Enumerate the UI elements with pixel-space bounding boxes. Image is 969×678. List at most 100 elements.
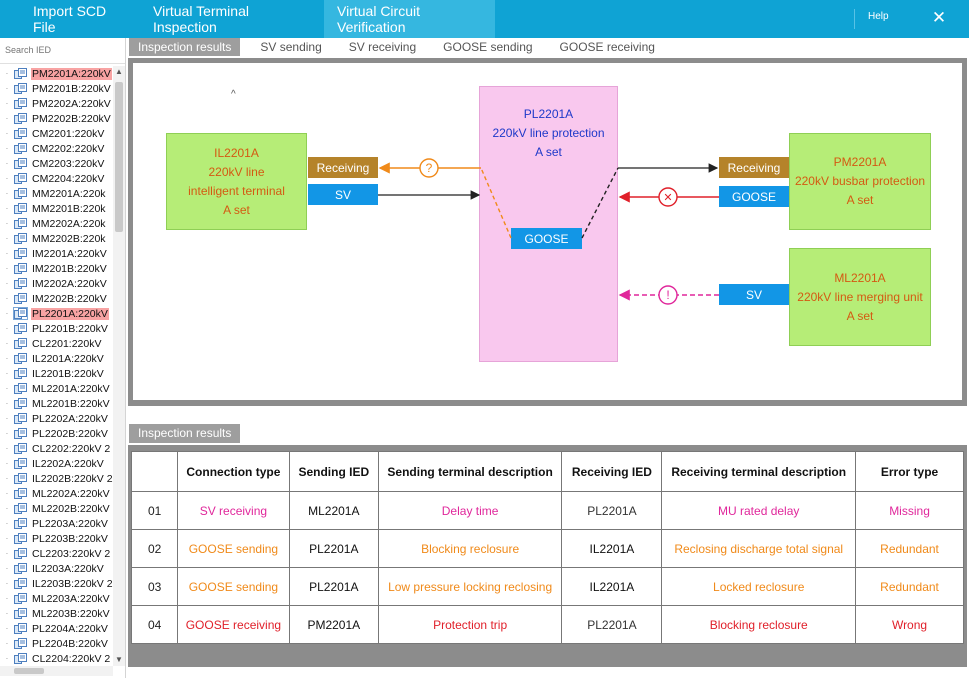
ied-list-item[interactable]: ·IL2201A:220kV xyxy=(0,351,113,366)
ied-list-item[interactable]: ·PL2201B:220kV xyxy=(0,321,113,336)
tree-expander-icon[interactable]: · xyxy=(5,654,9,663)
results-tab[interactable]: Inspection results xyxy=(129,424,241,443)
vertical-scrollbar[interactable]: ▲ ▼ xyxy=(113,66,125,666)
subtab-goose-sending[interactable]: GOOSE sending xyxy=(443,40,533,54)
ied-list-item[interactable]: ·PL2201A:220kV xyxy=(0,306,113,321)
tree-expander-icon[interactable]: · xyxy=(5,564,9,573)
horizontal-scrollbar[interactable] xyxy=(0,666,113,676)
close-icon[interactable]: ✕ xyxy=(931,8,947,27)
ied-list-item[interactable]: ·PL2202A:220kV xyxy=(0,411,113,426)
ied-box-pl2201a[interactable]: PL2201A 220kV line protection A set xyxy=(479,86,618,362)
scroll-up-icon[interactable]: ▲ xyxy=(115,67,123,76)
collapse-caret-icon[interactable]: ^ xyxy=(231,89,236,100)
ied-list-item[interactable]: ·IM2202B:220kV xyxy=(0,291,113,306)
tab-virtual-terminal-inspection[interactable]: Virtual Terminal Inspection xyxy=(153,3,249,35)
tree-expander-icon[interactable]: · xyxy=(5,639,9,648)
ied-box-il2201a[interactable]: IL2201A 220kV line intelligent terminal … xyxy=(166,133,307,230)
ied-list-item[interactable]: ·CL2204:220kV 2 xyxy=(0,651,113,666)
subtab-sv-receiving[interactable]: SV receiving xyxy=(348,40,417,54)
port-right-sv[interactable]: SV xyxy=(719,284,789,305)
tree-expander-icon[interactable]: · xyxy=(5,429,9,438)
tree-expander-icon[interactable]: · xyxy=(5,234,9,243)
tree-expander-icon[interactable]: · xyxy=(5,594,9,603)
ied-list-item[interactable]: ·CM2202:220kV xyxy=(0,141,113,156)
tree-expander-icon[interactable]: · xyxy=(5,279,9,288)
tree-expander-icon[interactable]: · xyxy=(5,519,9,528)
ied-list-item[interactable]: ·CL2202:220kV 2 xyxy=(0,441,113,456)
subtab-goose-receiving[interactable]: GOOSE receiving xyxy=(559,40,655,54)
ied-box-pm2201a[interactable]: PM2201A 220kV busbar protection A set xyxy=(789,133,931,230)
ied-list-item[interactable]: ·ML2203A:220kV xyxy=(0,591,113,606)
tab-import-scd-file[interactable]: Import SCD File xyxy=(33,3,107,35)
ied-list-item[interactable]: ·PL2203A:220kV xyxy=(0,516,113,531)
tree-expander-icon[interactable]: · xyxy=(5,264,9,273)
ied-list-item[interactable]: ·PM2202B:220kV xyxy=(0,111,113,126)
subtab-sv-sending[interactable]: SV sending xyxy=(260,40,322,54)
tree-expander-icon[interactable]: · xyxy=(5,69,9,78)
tree-expander-icon[interactable]: · xyxy=(5,489,9,498)
tree-expander-icon[interactable]: · xyxy=(5,144,9,153)
tree-expander-icon[interactable]: · xyxy=(5,324,9,333)
ied-list-item[interactable]: ·PM2202A:220kV xyxy=(0,96,113,111)
ied-list-item[interactable]: ·IL2202B:220kV 2 xyxy=(0,471,113,486)
ied-list-item[interactable]: ·IM2201A:220kV xyxy=(0,246,113,261)
ied-list-item[interactable]: ·CM2204:220kV xyxy=(0,171,113,186)
tree-expander-icon[interactable]: · xyxy=(5,369,9,378)
port-right-goose[interactable]: GOOSE xyxy=(719,186,789,207)
port-right-receiving[interactable]: Receiving xyxy=(719,157,789,178)
port-center-goose[interactable]: GOOSE xyxy=(511,228,582,249)
tree-expander-icon[interactable]: · xyxy=(5,534,9,543)
ied-list-item[interactable]: ·IL2203A:220kV xyxy=(0,561,113,576)
tab-virtual-circuit-verification[interactable]: Virtual Circuit Verification xyxy=(324,0,495,38)
ied-list-item[interactable]: ·PL2204B:220kV xyxy=(0,636,113,651)
ied-list-item[interactable]: ·CL2201:220kV xyxy=(0,336,113,351)
tree-expander-icon[interactable]: · xyxy=(5,159,9,168)
tree-expander-icon[interactable]: · xyxy=(5,129,9,138)
ied-list-item[interactable]: ·PL2204A:220kV xyxy=(0,621,113,636)
ied-list-item[interactable]: ·PL2202B:220kV xyxy=(0,426,113,441)
tree-expander-icon[interactable]: · xyxy=(5,249,9,258)
tree-expander-icon[interactable]: · xyxy=(5,459,9,468)
tree-expander-icon[interactable]: · xyxy=(5,309,9,318)
ied-list-item[interactable]: ·IL2201B:220kV xyxy=(0,366,113,381)
ied-list-item[interactable]: ·IM2201B:220kV xyxy=(0,261,113,276)
scroll-thumb[interactable] xyxy=(115,82,123,232)
ied-box-ml2201a[interactable]: ML2201A 220kV line merging unit A set xyxy=(789,248,931,346)
port-left-receiving[interactable]: Receiving xyxy=(308,157,378,178)
tree-expander-icon[interactable]: · xyxy=(5,84,9,93)
ied-list-item[interactable]: ·MM2201A:220k xyxy=(0,186,113,201)
search-input[interactable] xyxy=(0,38,120,62)
ied-list-item[interactable]: ·CL2203:220kV 2 xyxy=(0,546,113,561)
tree-expander-icon[interactable]: · xyxy=(5,474,9,483)
tree-expander-icon[interactable]: · xyxy=(5,114,9,123)
tree-expander-icon[interactable]: · xyxy=(5,204,9,213)
help-button[interactable]: Help xyxy=(868,11,889,22)
ied-list-item[interactable]: ·ML2202A:220kV xyxy=(0,486,113,501)
ied-list-item[interactable]: ·ML2201A:220kV xyxy=(0,381,113,396)
ied-list-item[interactable]: ·PM2201A:220kV xyxy=(0,66,113,81)
tree-expander-icon[interactable]: · xyxy=(5,399,9,408)
tree-expander-icon[interactable]: · xyxy=(5,339,9,348)
tree-expander-icon[interactable]: · xyxy=(5,189,9,198)
port-left-sv[interactable]: SV xyxy=(308,184,378,205)
tree-expander-icon[interactable]: · xyxy=(5,294,9,303)
ied-list-item[interactable]: ·ML2203B:220kV xyxy=(0,606,113,621)
tree-expander-icon[interactable]: · xyxy=(5,549,9,558)
ied-list-item[interactable]: ·CM2203:220kV xyxy=(0,156,113,171)
tree-expander-icon[interactable]: · xyxy=(5,384,9,393)
tree-expander-icon[interactable]: · xyxy=(5,99,9,108)
ied-list-item[interactable]: ·CM2201:220kV xyxy=(0,126,113,141)
tree-expander-icon[interactable]: · xyxy=(5,414,9,423)
ied-list-item[interactable]: ·PL2203B:220kV xyxy=(0,531,113,546)
hscroll-thumb[interactable] xyxy=(14,668,44,674)
subtab-inspection-results[interactable]: Inspection results xyxy=(129,38,241,56)
ied-list-item[interactable]: ·ML2202B:220kV xyxy=(0,501,113,516)
ied-list-item[interactable]: ·MM2201B:220k xyxy=(0,201,113,216)
tree-expander-icon[interactable]: · xyxy=(5,219,9,228)
tree-expander-icon[interactable]: · xyxy=(5,504,9,513)
tree-expander-icon[interactable]: · xyxy=(5,624,9,633)
